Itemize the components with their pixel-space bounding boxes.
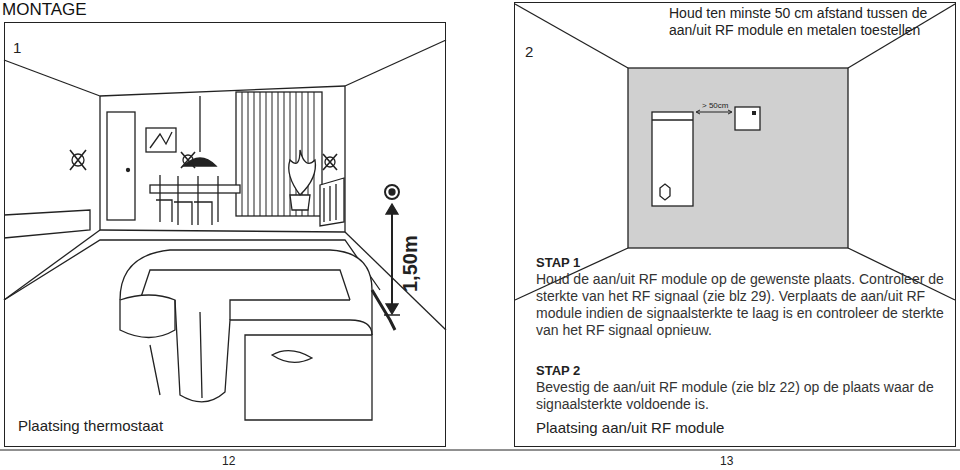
page-number: 13 (720, 454, 733, 468)
step-text: Houd de aan/uit RF module op de gewenste… (536, 271, 948, 339)
distance-label: > 50cm (702, 101, 728, 111)
page-title: MONTAGE (2, 0, 87, 20)
panel-number: 1 (13, 39, 21, 57)
dimension-label: 1,50m (398, 235, 422, 292)
step-heading: STAP 1 (536, 255, 580, 271)
panel-caption: Plaatsing thermostaat (15, 417, 166, 435)
step-text: Bevestig de aan/uit RF module (zie blz 2… (536, 379, 936, 413)
step-heading: STAP 2 (536, 363, 580, 379)
panel-number: 2 (525, 43, 533, 61)
warning-note: Houd ten minste 50 cm afstand tussen de … (669, 5, 931, 39)
instruction-panel: 2 Houd ten minste 50 cm afstand tussen de… (514, 2, 956, 447)
instruction-panel: 1Plaatsing thermostaat (4, 22, 446, 447)
page-number: 12 (222, 454, 235, 468)
panel-caption: Plaatsing aan/uit RF module (536, 419, 724, 437)
